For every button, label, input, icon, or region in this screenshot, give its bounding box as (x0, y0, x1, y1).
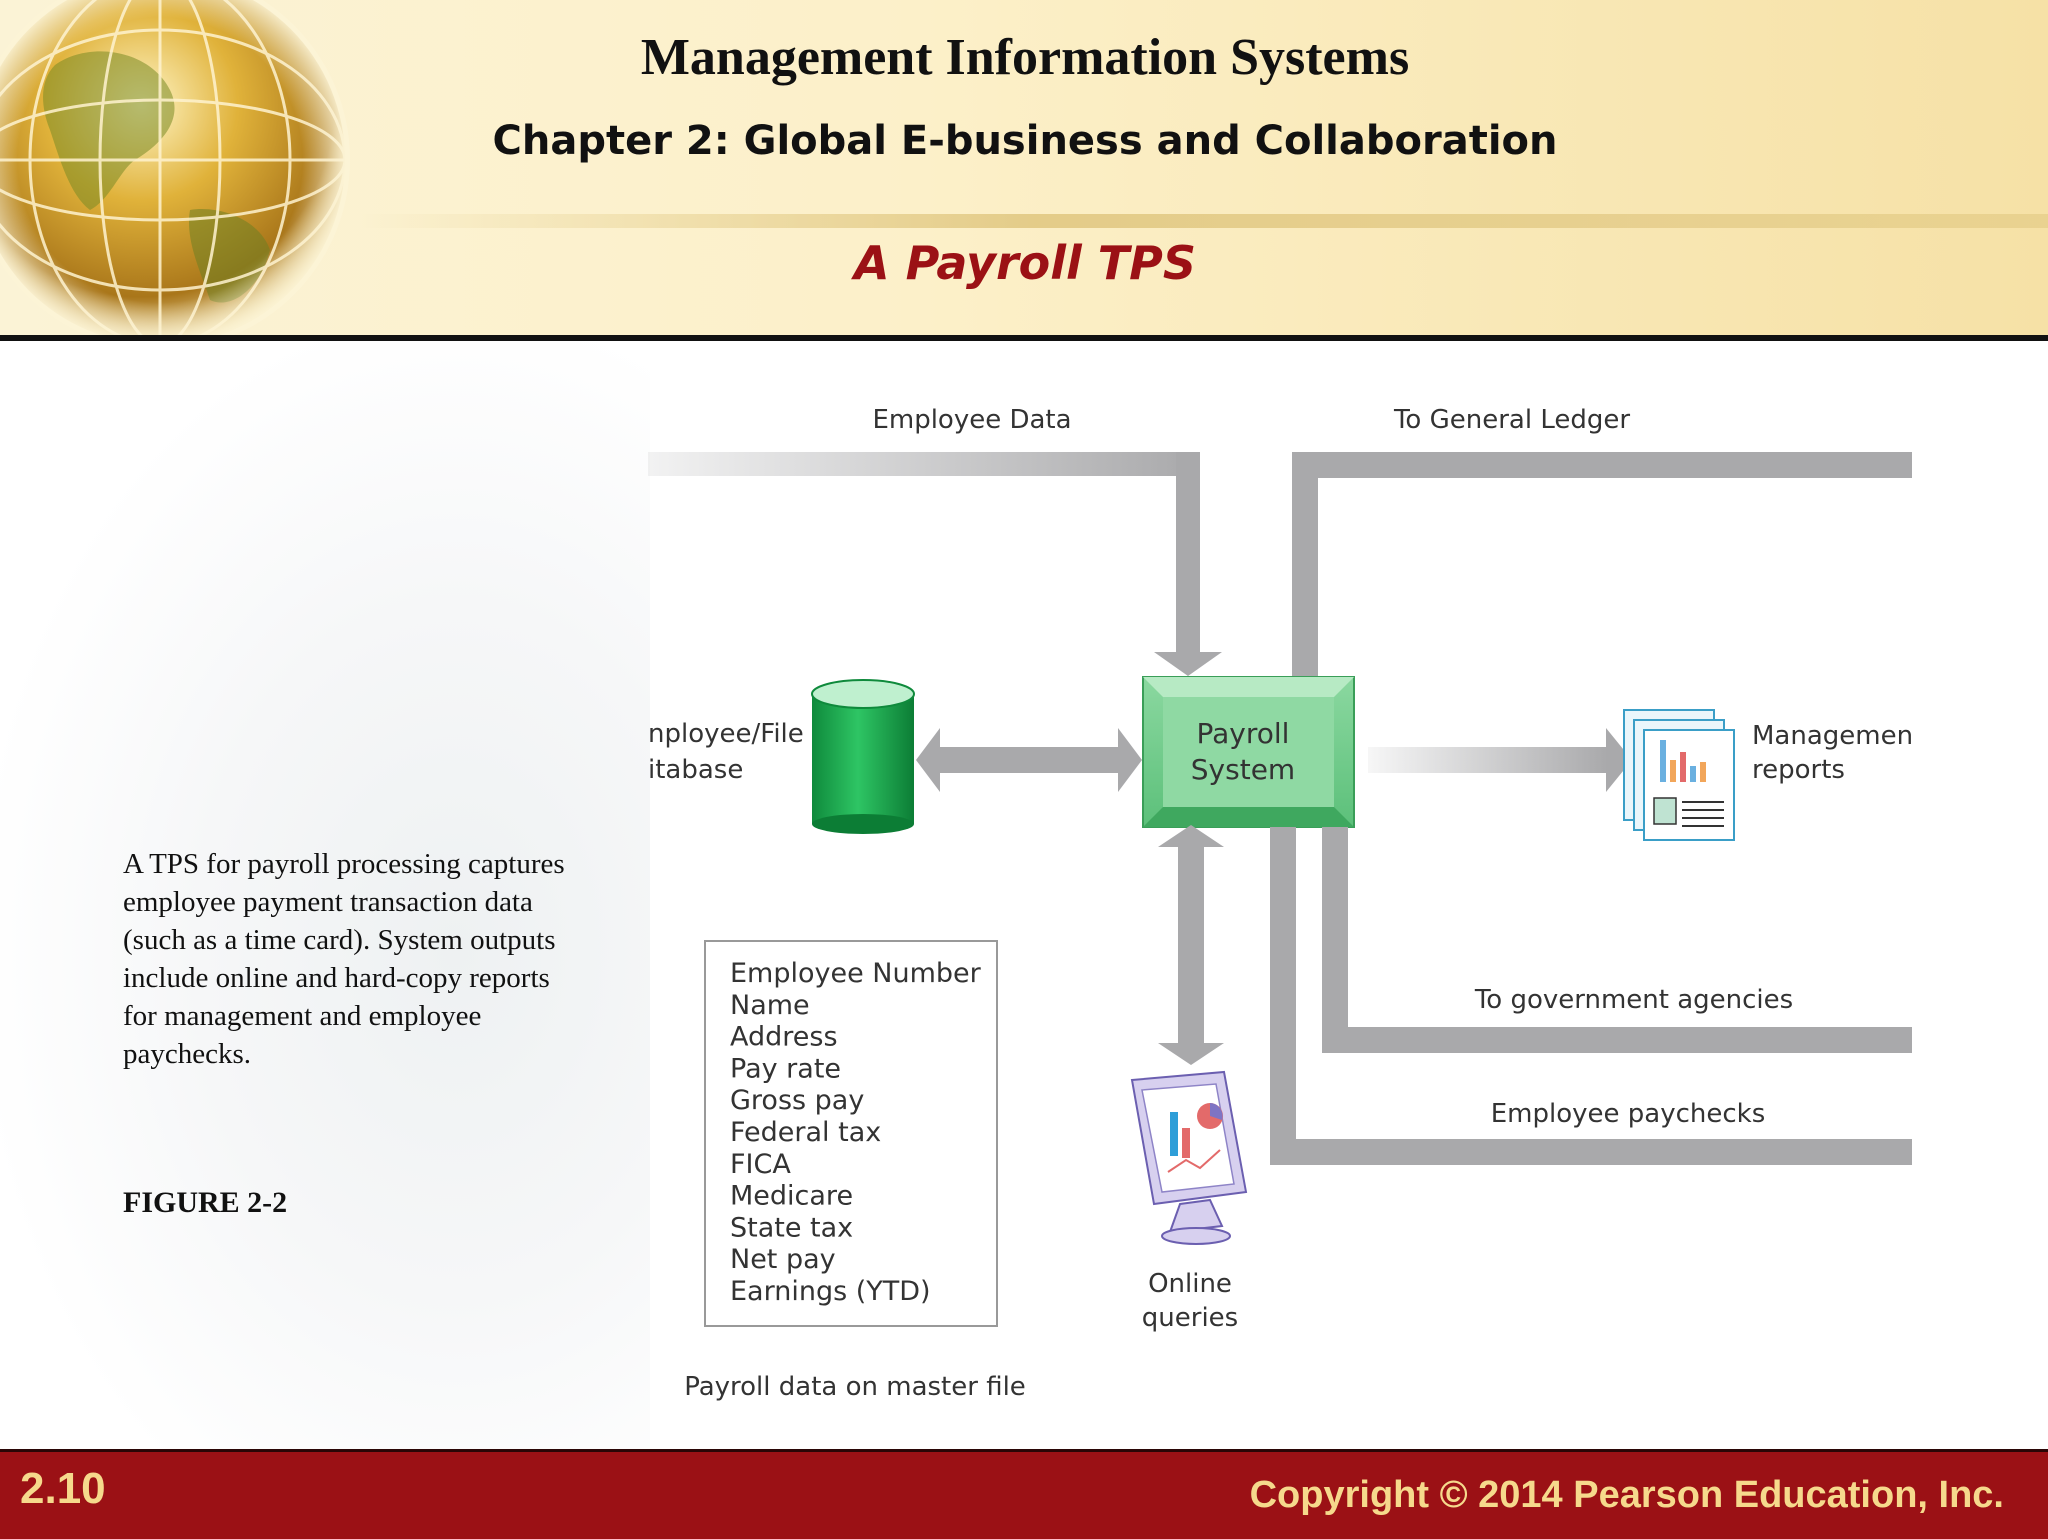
figure-label: FIGURE 2-2 (123, 1186, 288, 1219)
chapter-title: Chapter 2: Global E-business and Collabo… (492, 118, 1558, 164)
database-label-line1: nployee/File (648, 719, 804, 749)
chapter-wrap: Chapter 2: Global E-business and Collabo… (420, 118, 1630, 164)
payroll-system-line2: System (1191, 753, 1295, 786)
master-file-field: Pay rate (730, 1053, 841, 1084)
master-file-field: State tax (730, 1212, 853, 1243)
master-file-field: FICA (730, 1149, 791, 1180)
government-flow (1322, 827, 1912, 1053)
master-file-field: Name (730, 990, 810, 1021)
reports-label-line2: reports (1752, 755, 1845, 785)
database-payroll-arrow (916, 728, 1142, 792)
slide-title-wrap: A Payroll TPS (420, 236, 1630, 290)
general-ledger-label: To General Ledger (1393, 405, 1630, 435)
payroll-system-box (1142, 676, 1355, 828)
general-ledger-flow (1292, 452, 1912, 678)
master-file-field: Earnings (YTD) (730, 1276, 931, 1307)
slide-number: 2.10 (20, 1464, 106, 1513)
master-file-field: Gross pay (730, 1085, 864, 1116)
master-file-box (704, 940, 998, 1327)
main-title: Management Information Systems (640, 29, 1410, 86)
database-label-line2: itabase (648, 755, 743, 785)
queries-arrow (1158, 825, 1224, 1065)
slide-title: A Payroll TPS (853, 236, 1197, 290)
globe-icon (0, 0, 350, 336)
payroll-tps-diagram: Employee Data To General Ledger nployee/… (648, 405, 1912, 1402)
figure-caption: A TPS for payroll processing captures em… (123, 848, 565, 1070)
reports-flow (1368, 728, 1632, 792)
employee-data-flow (648, 452, 1222, 676)
slide-header: Management Information Systems Chapter 2… (0, 0, 2048, 336)
reports-icon (1623, 709, 1735, 841)
copyright-notice: Copyright © 2014 Pearson Education, Inc. (1249, 1474, 2004, 1516)
government-label: To government agencies (1474, 985, 1793, 1015)
master-file-field: Employee Number (730, 958, 982, 989)
master-file-field: Net pay (730, 1244, 836, 1275)
monitor-icon (1130, 1070, 1248, 1245)
paychecks-flow (1270, 827, 1912, 1165)
queries-label-line2: queries (1142, 1303, 1238, 1333)
queries-label-line1: Online (1148, 1269, 1232, 1299)
master-file-field: Federal tax (730, 1117, 881, 1148)
content-background (0, 341, 650, 1449)
header-rule (0, 335, 2048, 341)
slide-footer: 2.10 Copyright © 2014 Pearson Education,… (0, 1449, 2048, 1539)
master-file-field: Medicare (730, 1181, 853, 1212)
title-wrap: Management Information Systems (420, 28, 1630, 87)
paychecks-label: Employee paychecks (1491, 1099, 1766, 1129)
master-file-caption: Payroll data on master file (684, 1372, 1026, 1402)
reports-label-line1: Managemen (1752, 721, 1912, 751)
payroll-system-line1: Payroll (1197, 717, 1290, 750)
header-band (360, 214, 2048, 228)
database-icon (811, 679, 915, 834)
master-file-field: Address (730, 1022, 838, 1053)
employee-data-label: Employee Data (872, 405, 1071, 435)
